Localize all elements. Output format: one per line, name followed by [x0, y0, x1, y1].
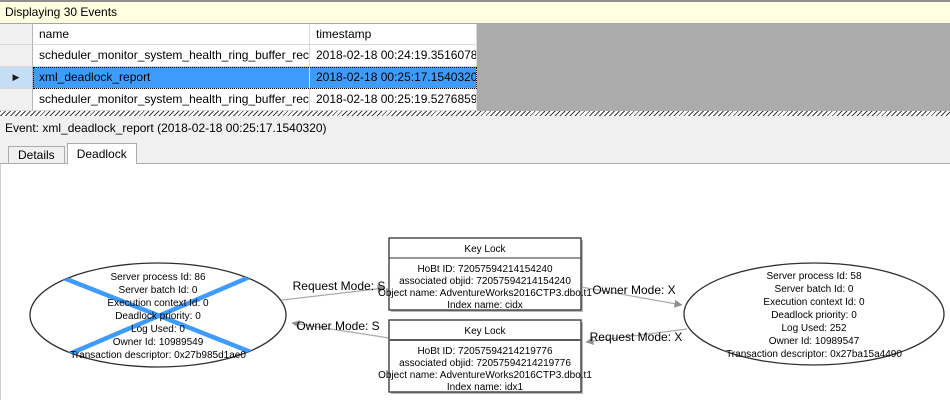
- svg-text:Server process Id: 58: Server process Id: 58: [766, 271, 861, 282]
- resource-node-key-lock-bottom[interactable]: Key Lock HoBt ID: 72057594214219776 asso…: [378, 319, 592, 394]
- svg-text:Transaction descriptor: 0x27b9: Transaction descriptor: 0x27b985d1ae0: [70, 350, 246, 361]
- svg-text:Index name: cidx: Index name: cidx: [447, 300, 523, 311]
- process-ellipse: [683, 262, 945, 366]
- svg-text:Deadlock priority: 0: Deadlock priority: 0: [115, 311, 201, 322]
- process-node[interactable]: Server process Id: 58 Server batch Id: 0…: [683, 262, 945, 366]
- row-indicator-cell: [0, 45, 33, 67]
- resource-node-key-lock-top[interactable]: Key Lock HoBt ID: 72057594214154240 asso…: [378, 237, 592, 312]
- svg-text:Server batch Id: 0: Server batch Id: 0: [119, 285, 198, 296]
- table-row-timestamp[interactable]: 2018-02-18 00:25:17.1540320: [310, 67, 477, 89]
- svg-text:Log Used: 252: Log Used: 252: [781, 323, 846, 334]
- table-row-name[interactable]: scheduler_monitor_system_health_ring_buf…: [33, 89, 310, 111]
- victim-cross-icon: [40, 264, 277, 367]
- tab-strip: Details Deadlock: [0, 140, 950, 164]
- edge-request-s: [281, 284, 386, 301]
- svg-text:Deadlock priority: 0: Deadlock priority: 0: [771, 310, 857, 321]
- events-count-header: Displaying 30 Events: [0, 2, 950, 24]
- column-header-timestamp[interactable]: timestamp: [310, 24, 477, 45]
- svg-text:Transaction descriptor: 0x27ba: Transaction descriptor: 0x27ba15a4490: [726, 349, 902, 360]
- top-border: [0, 0, 950, 2]
- edge-label-owner-mode-s: Owner Mode: S: [296, 319, 379, 333]
- svg-text:Key Lock: Key Lock: [464, 244, 506, 255]
- column-header-name[interactable]: name: [33, 24, 310, 45]
- event-title: Event: xml_deadlock_report (2018-02-18 0…: [0, 116, 950, 140]
- svg-text:associated objid: 720575942142: associated objid: 72057594214219776: [399, 358, 571, 369]
- svg-text:Execution context Id: 0: Execution context Id: 0: [763, 297, 865, 308]
- tab-deadlock[interactable]: Deadlock: [66, 143, 137, 164]
- tab-details[interactable]: Details: [8, 146, 65, 163]
- edge-label-request-mode-x: Request Mode: X: [590, 330, 683, 344]
- current-row-arrow-icon: ▶: [12, 72, 20, 82]
- svg-text:Log Used: 0: Log Used: 0: [131, 324, 185, 335]
- edge-owner-s: [291, 320, 390, 339]
- table-row-name[interactable]: xml_deadlock_report: [33, 67, 310, 89]
- deadlock-graph-panel: Server process Id: 86 Server batch Id: 0…: [0, 164, 950, 400]
- svg-text:Object name: AdventureWorks201: Object name: AdventureWorks2016CTP3.dbo.…: [378, 288, 592, 299]
- row-indicator-cell: ▶: [0, 67, 33, 89]
- edge-owner-x: [580, 286, 683, 308]
- row-indicator-header-cell: [0, 24, 33, 45]
- table-row-timestamp[interactable]: 2018-02-18 00:24:19.3516078: [310, 45, 477, 67]
- table-row-name[interactable]: scheduler_monitor_system_health_ring_buf…: [33, 45, 310, 67]
- svg-text:Index name: idx1: Index name: idx1: [447, 382, 524, 393]
- edge-request-x: [585, 328, 688, 346]
- svg-text:HoBt ID: 72057594214219776: HoBt ID: 72057594214219776: [417, 346, 553, 357]
- svg-text:Owner Id: 10989549: Owner Id: 10989549: [113, 337, 204, 348]
- edge-label-owner-mode-x: Owner Mode: X: [592, 283, 675, 297]
- svg-text:Server batch Id: 0: Server batch Id: 0: [775, 284, 854, 295]
- table-empty-area: [477, 24, 950, 45]
- svg-text:Object name: AdventureWorks201: Object name: AdventureWorks2016CTP3.dbo.…: [378, 370, 592, 381]
- deadlock-graph: Server process Id: 86 Server batch Id: 0…: [29, 237, 945, 394]
- svg-text:HoBt ID: 72057594214154240: HoBt ID: 72057594214154240: [417, 264, 553, 275]
- svg-text:Execution context Id: 0: Execution context Id: 0: [107, 298, 209, 309]
- splitter-handle[interactable]: [0, 111, 950, 116]
- svg-text:associated objid: 720575942141: associated objid: 72057594214154240: [399, 276, 571, 287]
- row-indicator-cell: [0, 89, 33, 111]
- edge-label-request-mode-s: Request Mode: S: [293, 279, 386, 293]
- table-row-timestamp[interactable]: 2018-02-18 00:25:19.5276859: [310, 89, 477, 111]
- svg-text:Server process Id: 86: Server process Id: 86: [110, 272, 205, 283]
- svg-text:Key Lock: Key Lock: [464, 326, 506, 337]
- process-node-victim[interactable]: Server process Id: 86 Server batch Id: 0…: [29, 262, 287, 368]
- svg-text:Owner Id: 10989547: Owner Id: 10989547: [769, 336, 860, 347]
- events-table: name timestamp scheduler_monitor_system_…: [0, 24, 950, 111]
